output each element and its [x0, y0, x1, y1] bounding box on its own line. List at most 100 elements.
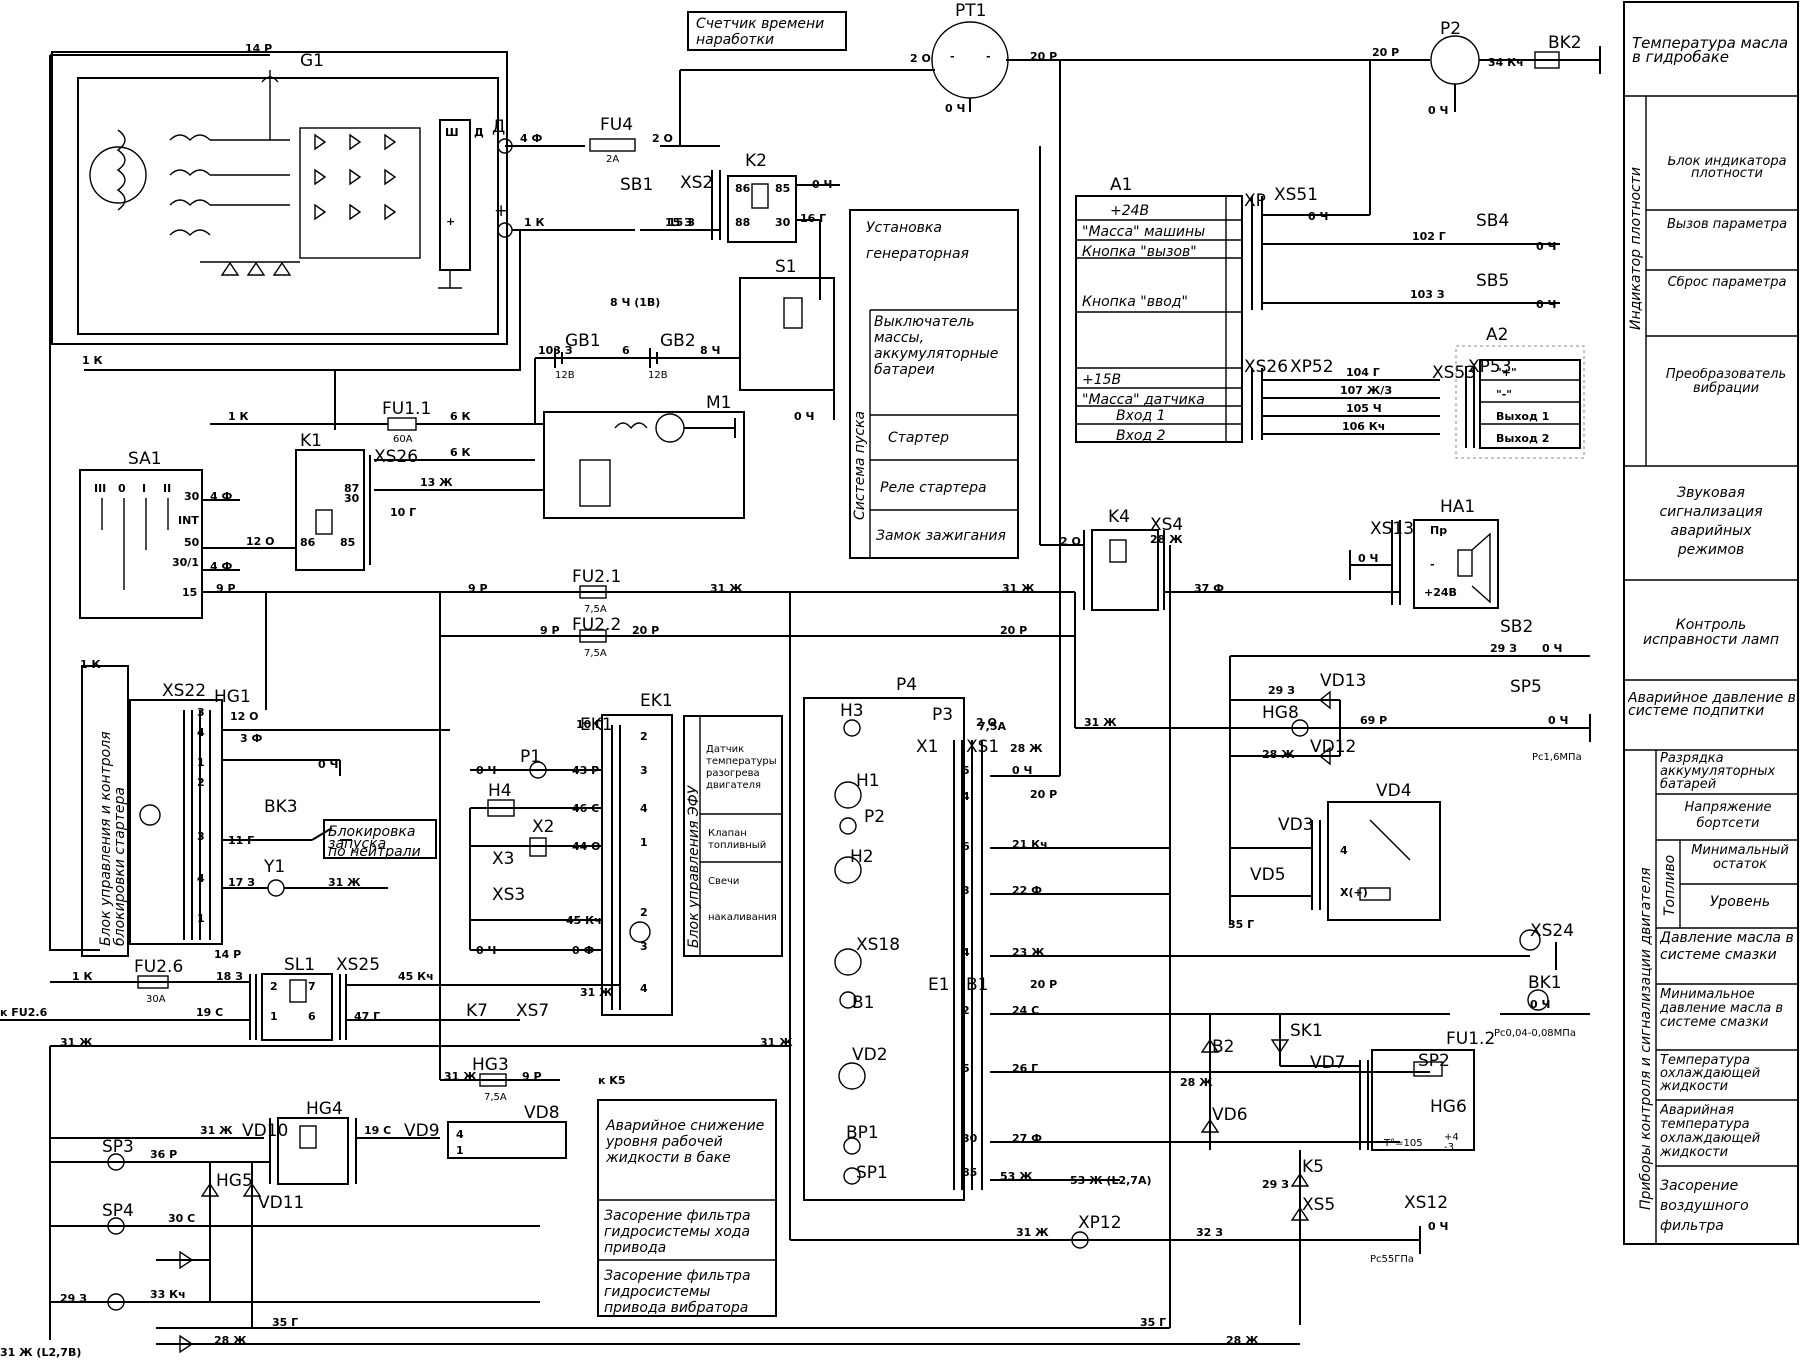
- svg-text:12В: 12В: [648, 370, 668, 381]
- svg-text:28 Ж: 28 Ж: [1262, 748, 1295, 761]
- svg-text:16 Г: 16 Г: [800, 212, 826, 225]
- svg-text:19 С: 19 С: [196, 1006, 223, 1019]
- svg-text:43 Р: 43 Р: [572, 764, 599, 777]
- svg-text:7,5А: 7,5А: [584, 648, 607, 659]
- svg-text:86: 86: [735, 182, 751, 195]
- svg-text:BK3: BK3: [264, 797, 298, 817]
- svg-text:0 Ч: 0 Ч: [1308, 210, 1328, 223]
- svg-text:XP52: XP52: [1290, 357, 1334, 377]
- svg-text:SP2: SP2: [1418, 1051, 1450, 1071]
- svg-text:45 Кч: 45 Кч: [398, 970, 434, 983]
- svg-text:XP53: XP53: [1468, 357, 1512, 377]
- svg-text:30 С: 30 С: [168, 1212, 195, 1225]
- svg-text:20 Р: 20 Р: [1030, 788, 1057, 801]
- svg-text:H3: H3: [840, 701, 864, 721]
- svg-text:Кнопка "вызов": Кнопка "вызов": [1082, 244, 1197, 260]
- svg-text:привода: привода: [604, 1240, 666, 1256]
- svg-text:0 Ч: 0 Ч: [1536, 298, 1556, 311]
- svg-text:SA1: SA1: [128, 449, 162, 469]
- wires-top-left: [49, 54, 935, 951]
- svg-text:36 Р: 36 Р: [150, 1148, 177, 1161]
- svg-text:28 Ж: 28 Ж: [1180, 1076, 1213, 1089]
- svg-text:разогрева: разогрева: [706, 768, 760, 779]
- svg-text:35 Г: 35 Г: [1228, 918, 1254, 931]
- sq1-switch: [260, 760, 437, 897]
- svg-text:0 Ч: 0 Ч: [945, 102, 965, 115]
- svg-text:4: 4: [197, 726, 205, 739]
- svg-text:1 К: 1 К: [524, 216, 544, 229]
- svg-text:Датчик: Датчик: [706, 744, 744, 755]
- right-legend: [1623, 1, 1799, 1245]
- svg-text:P4: P4: [896, 675, 917, 695]
- svg-text:Счетчик времени: Счетчик времени: [696, 16, 824, 32]
- svg-text:28 Ж: 28 Ж: [1150, 533, 1183, 546]
- svg-text:31 Ж (L2,7B): 31 Ж (L2,7B): [0, 1346, 81, 1359]
- svg-text:Блокировка: Блокировка: [328, 824, 415, 840]
- wires-bottom: [49, 1045, 1300, 1354]
- svg-text:VD11: VD11: [258, 1193, 304, 1213]
- svg-text:2: 2: [197, 776, 205, 789]
- svg-text:0 Ч: 0 Ч: [1530, 998, 1550, 1011]
- svg-text:103 З: 103 З: [538, 344, 573, 357]
- svg-text:29 З: 29 З: [1262, 1178, 1289, 1191]
- gauge-pt1: [931, 21, 1430, 112]
- svg-text:31 Ж: 31 Ж: [328, 876, 361, 889]
- svg-text:HG1: HG1: [214, 687, 251, 707]
- svg-text:9 Р: 9 Р: [522, 1070, 542, 1083]
- svg-text:0 Ч: 0 Ч: [318, 758, 338, 771]
- svg-text:XS5: XS5: [1302, 1195, 1335, 1215]
- svg-text:SP5: SP5: [1510, 677, 1542, 697]
- svg-text:24 С: 24 С: [1012, 1004, 1039, 1017]
- svg-text:1: 1: [270, 1010, 278, 1023]
- svg-text:FU2.1: FU2.1: [572, 567, 621, 587]
- svg-text:46 С: 46 С: [572, 802, 599, 815]
- svg-text:Вход 1: Вход 1: [1116, 408, 1166, 424]
- svg-text:HG8: HG8: [1262, 703, 1299, 723]
- svg-text:17 З: 17 З: [228, 876, 255, 889]
- svg-text:47 Г: 47 Г: [354, 1010, 380, 1023]
- starter-m1: [543, 411, 745, 519]
- svg-text:3: 3: [640, 940, 648, 953]
- sp2-hg6: [790, 1226, 1421, 1254]
- fuse-fu1-1: [210, 417, 544, 491]
- svg-text:блокировки стартера: блокировки стартера: [112, 787, 128, 946]
- svg-text:0 Ч: 0 Ч: [1358, 552, 1378, 565]
- svg-text:Y1: Y1: [263, 857, 285, 877]
- svg-text:VD10: VD10: [242, 1121, 288, 1141]
- svg-text:Pс55ГПа: Pс55ГПа: [1370, 1254, 1414, 1265]
- svg-text:6: 6: [962, 840, 970, 853]
- svg-text:19 С: 19 С: [364, 1124, 391, 1137]
- svg-text:34 Кч: 34 Кч: [1488, 56, 1524, 69]
- svg-text:28 Ж: 28 Ж: [1226, 1334, 1259, 1347]
- svg-text:2: 2: [962, 1004, 970, 1017]
- svg-text:XS13: XS13: [1370, 519, 1414, 539]
- svg-text:15 З: 15 З: [665, 216, 692, 229]
- svg-text:EK1: EK1: [580, 715, 613, 735]
- svg-text:"Масса" датчика: "Масса" датчика: [1082, 392, 1205, 408]
- svg-text:SB4: SB4: [1476, 211, 1509, 231]
- generator-g1: [51, 51, 508, 345]
- svg-text:II: II: [163, 482, 171, 495]
- svg-text:-: -: [986, 50, 991, 63]
- svg-text:29 З: 29 З: [1268, 684, 1295, 697]
- svg-text:генераторная: генераторная: [866, 246, 969, 262]
- svg-text:SB2: SB2: [1500, 617, 1533, 637]
- svg-text:20 Р: 20 Р: [1372, 46, 1399, 59]
- svg-text:Pс0,04-0,08МПа: Pс0,04-0,08МПа: [1494, 1028, 1576, 1039]
- svg-text:SB1: SB1: [620, 175, 653, 195]
- svg-text:+: +: [446, 215, 455, 228]
- svg-text:2 О: 2 О: [910, 52, 931, 65]
- svg-text:4: 4: [962, 790, 970, 803]
- svg-text:105 Ч: 105 Ч: [1346, 402, 1382, 415]
- svg-text:3 Ф: 3 Ф: [240, 732, 262, 745]
- svg-text:8 Ч: 8 Ч: [700, 344, 720, 357]
- legend-cell-0: Температура масла в гидробаке: [1632, 36, 1788, 65]
- g1-ref: G1: [300, 51, 324, 71]
- svg-text:K1: K1: [300, 431, 322, 451]
- svg-text:0 Ч: 0 Ч: [1542, 642, 1562, 655]
- svg-text:HA1: HA1: [1440, 497, 1475, 517]
- svg-text:22 Ф: 22 Ф: [1012, 884, 1042, 897]
- svg-text:H1: H1: [856, 771, 880, 791]
- svg-text:107 Ж/З: 107 Ж/З: [1340, 384, 1392, 397]
